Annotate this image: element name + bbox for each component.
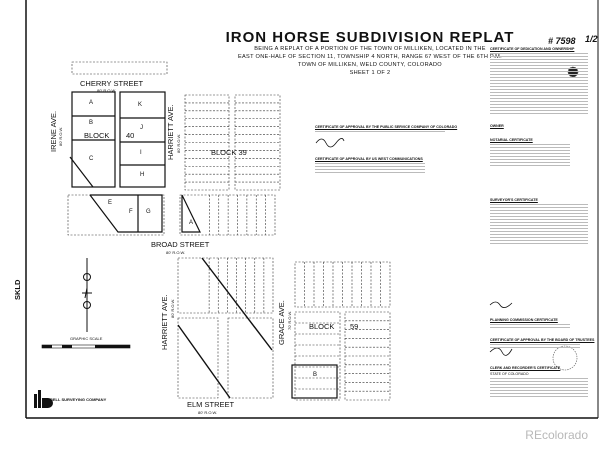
cert-public-service: CERTIFICATE OF APPROVAL BY THE PUBLIC SE… [315,125,458,129]
cert-clerk: CLERK AND RECORDER'S CERTIFICATE [490,366,561,370]
broad-street-label: BROAD STREET [151,240,210,249]
cert-trustees: CERTIFICATE OF APPROVAL BY THE BOARD OF … [490,338,595,342]
lot-outline [177,257,274,314]
row-label: 80' R.O.W. [176,133,181,153]
cert-dedication: CERTIFICATE OF DEDICATION AND OWNERSHIP [490,47,575,51]
cert-notarial: NOTARIAL CERTIFICATE [490,138,533,142]
page-fraction: 1/2 [585,34,598,44]
block-number: 40 [126,131,135,140]
watermark: REcolorado [525,428,588,442]
row-label: 80' R.O.W. [58,126,63,146]
lot-outline [177,317,219,399]
cert-planning: PLANNING COMMISSION CERTIFICATE [490,318,558,322]
harriett-ave-label: HARRIETT AVE. [166,104,175,160]
graphic-scale-label: GRAPHIC SCALE [70,336,103,341]
sheet-number: SHEET 1 OF 2 [349,70,391,76]
block-39-label: BLOCK 39 [211,148,247,157]
grace-ave-label: GRACE AVE. [277,300,286,345]
block-label: BLOCK [309,322,335,331]
lot-label: A [189,220,194,226]
lot-label: G [146,209,151,215]
lot-outline [179,194,276,236]
company-name: BELL SURVEYING COMPANY [50,397,107,402]
block-label: BLOCK [84,131,110,140]
row-label: 80' R.O.W. [198,410,218,415]
lot-label: H [140,172,145,178]
irene-ave-label: IRENE AVE. [49,110,58,152]
row-label: 80' R.O.W. [166,250,186,255]
harriett-ave-label: HARRIETT AVE. [160,294,169,350]
subtitle-line: EAST ONE-HALF OF SECTION 11, TOWNSHIP 4 … [237,54,502,60]
cert-us-west: CERTIFICATE OF APPROVAL BY US WEST COMMU… [315,157,423,161]
side-stamp: SKLD [13,279,22,300]
subtitle-line: BEING A REPLAT OF A PORTION OF THE TOWN … [254,46,486,52]
lot-label: A [89,100,94,106]
lot-outline [227,317,274,399]
cherry-street-label: CHERRY STREET [80,79,144,88]
cert-surveyor: SURVEYOR'S CERTIFICATE [490,198,538,202]
lot-label: E [108,200,113,206]
lot-label: K [138,102,143,108]
lot-label: F [129,209,133,215]
state-label: STATE OF COLORADO [490,372,529,376]
lot-label: B [89,120,94,126]
record-number: # 7598 [548,36,576,46]
elm-street-label: ELM STREET [187,400,235,409]
north-arrow-icon [82,258,92,332]
row-label: 80' R.O.W. [97,88,117,93]
lot-label: C [89,156,94,162]
company-logo-icon [34,390,53,408]
lot-label: J [140,125,143,131]
owner-label: OWNER [490,124,504,128]
signatures [315,138,513,356]
graphic-scale-icon [41,344,131,349]
row-label: 80' R.O.W. [170,298,175,318]
subtitle-line: TOWN OF MILLIKEN, WELD COUNTY, COLORADO [298,62,442,68]
block-number: 59 [350,322,359,331]
row-label: 70' R.O.W. [287,310,292,330]
lot-outline [71,61,168,75]
lot-outline [67,194,165,236]
document-title: IRON HORSE SUBDIVISION REPLAT [225,29,515,46]
lot-label: I [140,150,142,156]
lot-label: B [313,372,318,378]
